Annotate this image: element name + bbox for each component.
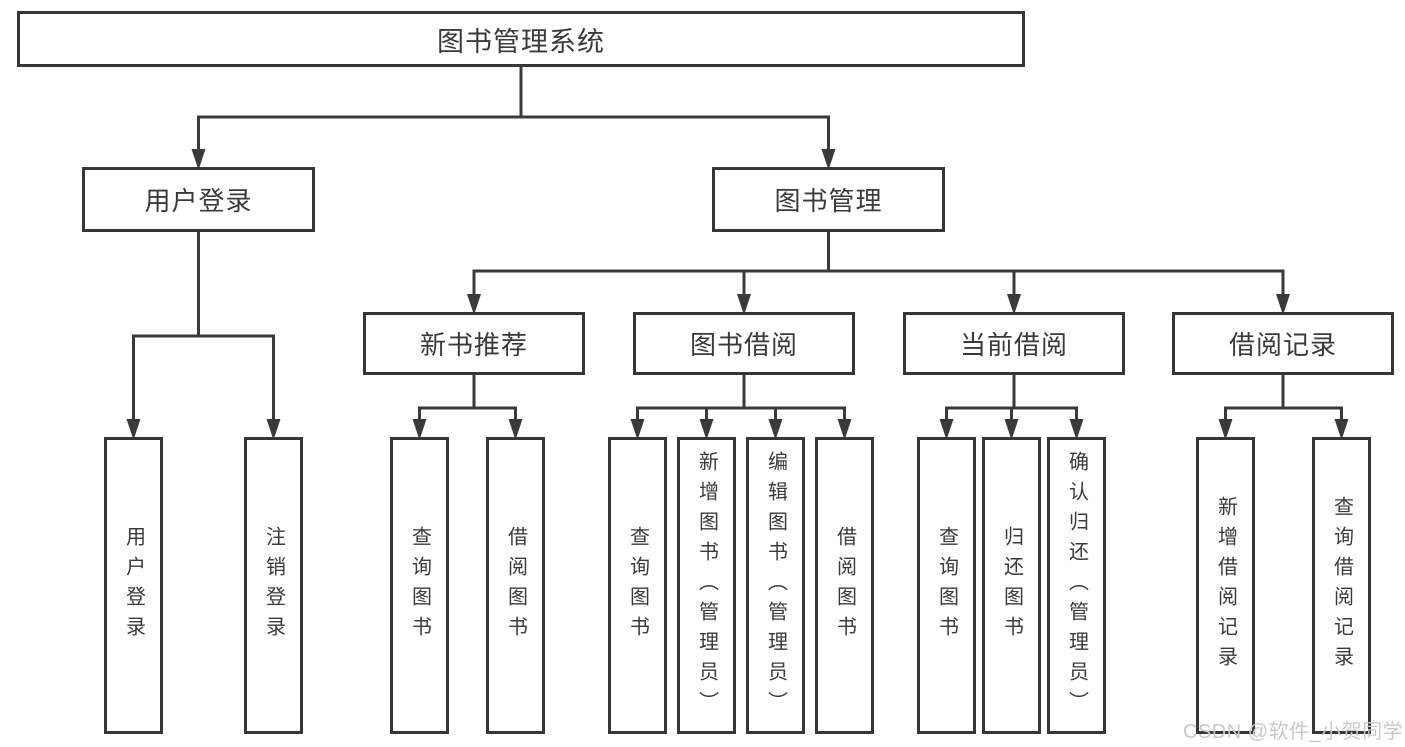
- leaf-add-borrow-record: 新增借阅记录: [1196, 437, 1255, 734]
- leaf-return-book: 归还图书: [982, 437, 1041, 734]
- leaf-edit-book-admin: 编辑图书（管理员）: [746, 437, 805, 734]
- leaf-query-books-borrowing: 查询图书: [608, 437, 667, 734]
- leaf-confirm-return-admin: 确认归还（管理员）: [1047, 437, 1106, 734]
- node-book-management-module: 图书管理: [712, 167, 945, 232]
- leaf-query-books-current: 查询图书: [917, 437, 976, 734]
- leaf-borrow-books-borrowing: 借阅图书: [815, 437, 874, 734]
- leaf-query-borrow-record: 查询借阅记录: [1312, 437, 1371, 734]
- node-borrowing-records: 借阅记录: [1172, 312, 1394, 375]
- node-current-borrowing: 当前借阅: [903, 312, 1125, 375]
- leaf-borrow-books-recommend: 借阅图书: [486, 437, 545, 734]
- node-library-management-system: 图书管理系统: [17, 11, 1025, 67]
- leaf-query-books-recommend: 查询图书: [390, 437, 449, 734]
- node-new-book-recommendation: 新书推荐: [363, 312, 585, 375]
- leaf-user-login: 用户登录: [104, 437, 163, 734]
- leaf-add-book-admin: 新增图书（管理员）: [677, 437, 736, 734]
- csdn-watermark: CSDN @软件_小贺同学: [1183, 721, 1404, 743]
- node-book-borrowing: 图书借阅: [633, 312, 855, 375]
- node-user-login-module: 用户登录: [82, 167, 315, 232]
- leaf-logout: 注销登录: [244, 437, 303, 734]
